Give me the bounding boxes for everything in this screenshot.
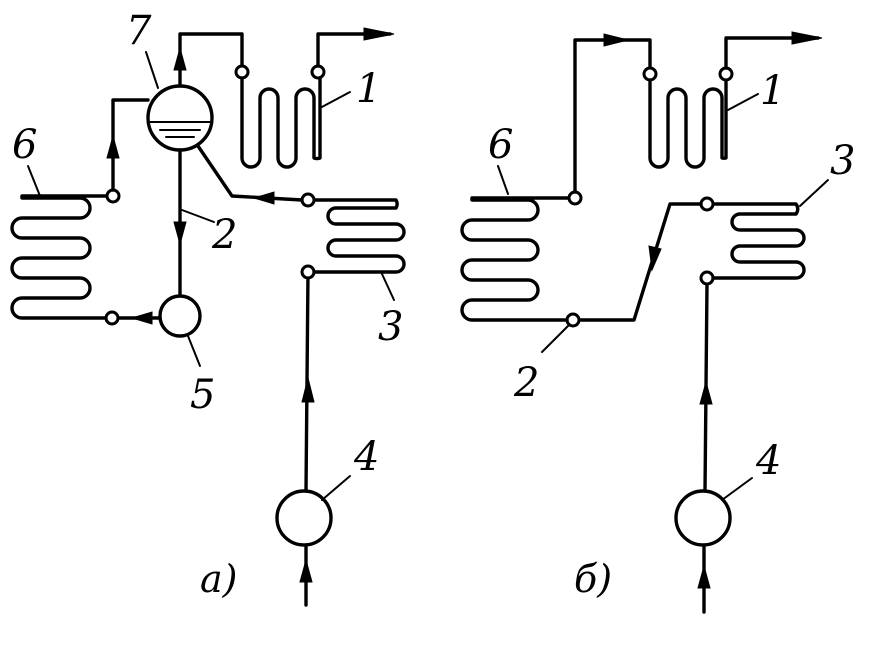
a-label-5: 5 [190,372,215,418]
a-steam-arrow [173,46,187,71]
a-leader-1 [319,91,351,109]
b-economiser-to-evaporator [577,202,703,322]
b-leader-4 [721,477,753,501]
a-superheater-coil-1 [240,76,322,169]
b-leader-3 [799,179,829,207]
a-feed-arrow [301,377,315,403]
a-label-2: 2 [211,212,237,258]
a-evaporator-riser [111,98,150,192]
a-label-4: 4 [353,434,379,480]
a-leader-5 [187,335,201,367]
b-header-6-inlet [565,312,581,328]
b-steam-outlet [724,36,820,70]
b-header-1-inlet [642,66,658,82]
a-economiser-arrow [252,191,275,205]
scheme-a: 1 2 3 4 5 6 7 а) [10,8,406,607]
b-label-2: 2 [513,360,539,406]
b-steam-arrow [603,33,629,47]
a-inlet-arrow [299,558,313,583]
b-header-6-outlet [567,190,583,206]
a-leader-4 [321,475,351,501]
a-evaporator-coil-6 [10,194,108,320]
a-header-1-outlet [310,64,326,80]
a-economiser-coil-3 [312,198,406,274]
b-label-1: 1 [760,68,785,114]
b-inlet-arrow [697,564,711,589]
a-steam-line [178,32,244,88]
a-outlet-arrow [363,27,395,41]
a-label-1: 1 [356,66,381,112]
b-leader-1 [727,93,759,111]
b-label-4: 4 [755,438,781,484]
b-leader-6 [497,165,509,195]
a-pump-5 [158,294,202,338]
a-label-3: 3 [378,304,403,350]
a-riser-arrow [106,134,120,159]
a-economiser-to-drum [196,144,304,202]
scheme-b: 1 2 3 4 6 б) [460,31,855,614]
b-label-6: 6 [488,122,513,168]
b-header-3-outlet [699,196,715,212]
a-leader-6 [27,165,41,197]
a-leader-7 [145,51,159,89]
b-economiser-arrow [648,245,662,272]
b-header-1-outlet [718,66,734,82]
a-leader-3 [381,273,395,301]
a-steam-outlet [316,32,392,68]
b-label-3: 3 [830,138,855,184]
a-header-1-inlet [234,64,250,80]
b-feed-arrow [699,380,713,405]
a-leader-2 [181,209,215,223]
a-pump-4 [275,489,333,547]
b-economiser-coil-3 [711,202,806,280]
b-steam-line [573,38,652,194]
a-label-6: 6 [12,122,37,168]
a-header-3-inlet [300,264,316,280]
b-outlet-arrow [791,31,823,45]
a-downcomer-arrow [173,221,187,246]
b-pump-4 [674,489,732,547]
a-drum-7 [146,84,214,152]
a-header-3-outlet [300,192,316,208]
a-header-6-outlet [105,188,121,204]
b-header-3-inlet [699,270,715,286]
a-pump5-arrow [130,311,153,325]
a-label-7: 7 [126,8,152,54]
a-header-6-inlet [104,310,120,326]
b-superheater-coil-1 [648,78,728,169]
b-leader-2 [541,325,569,353]
b-caption: б) [574,557,612,601]
a-caption: а) [200,557,237,601]
b-evaporator-coil-6 [460,196,570,322]
